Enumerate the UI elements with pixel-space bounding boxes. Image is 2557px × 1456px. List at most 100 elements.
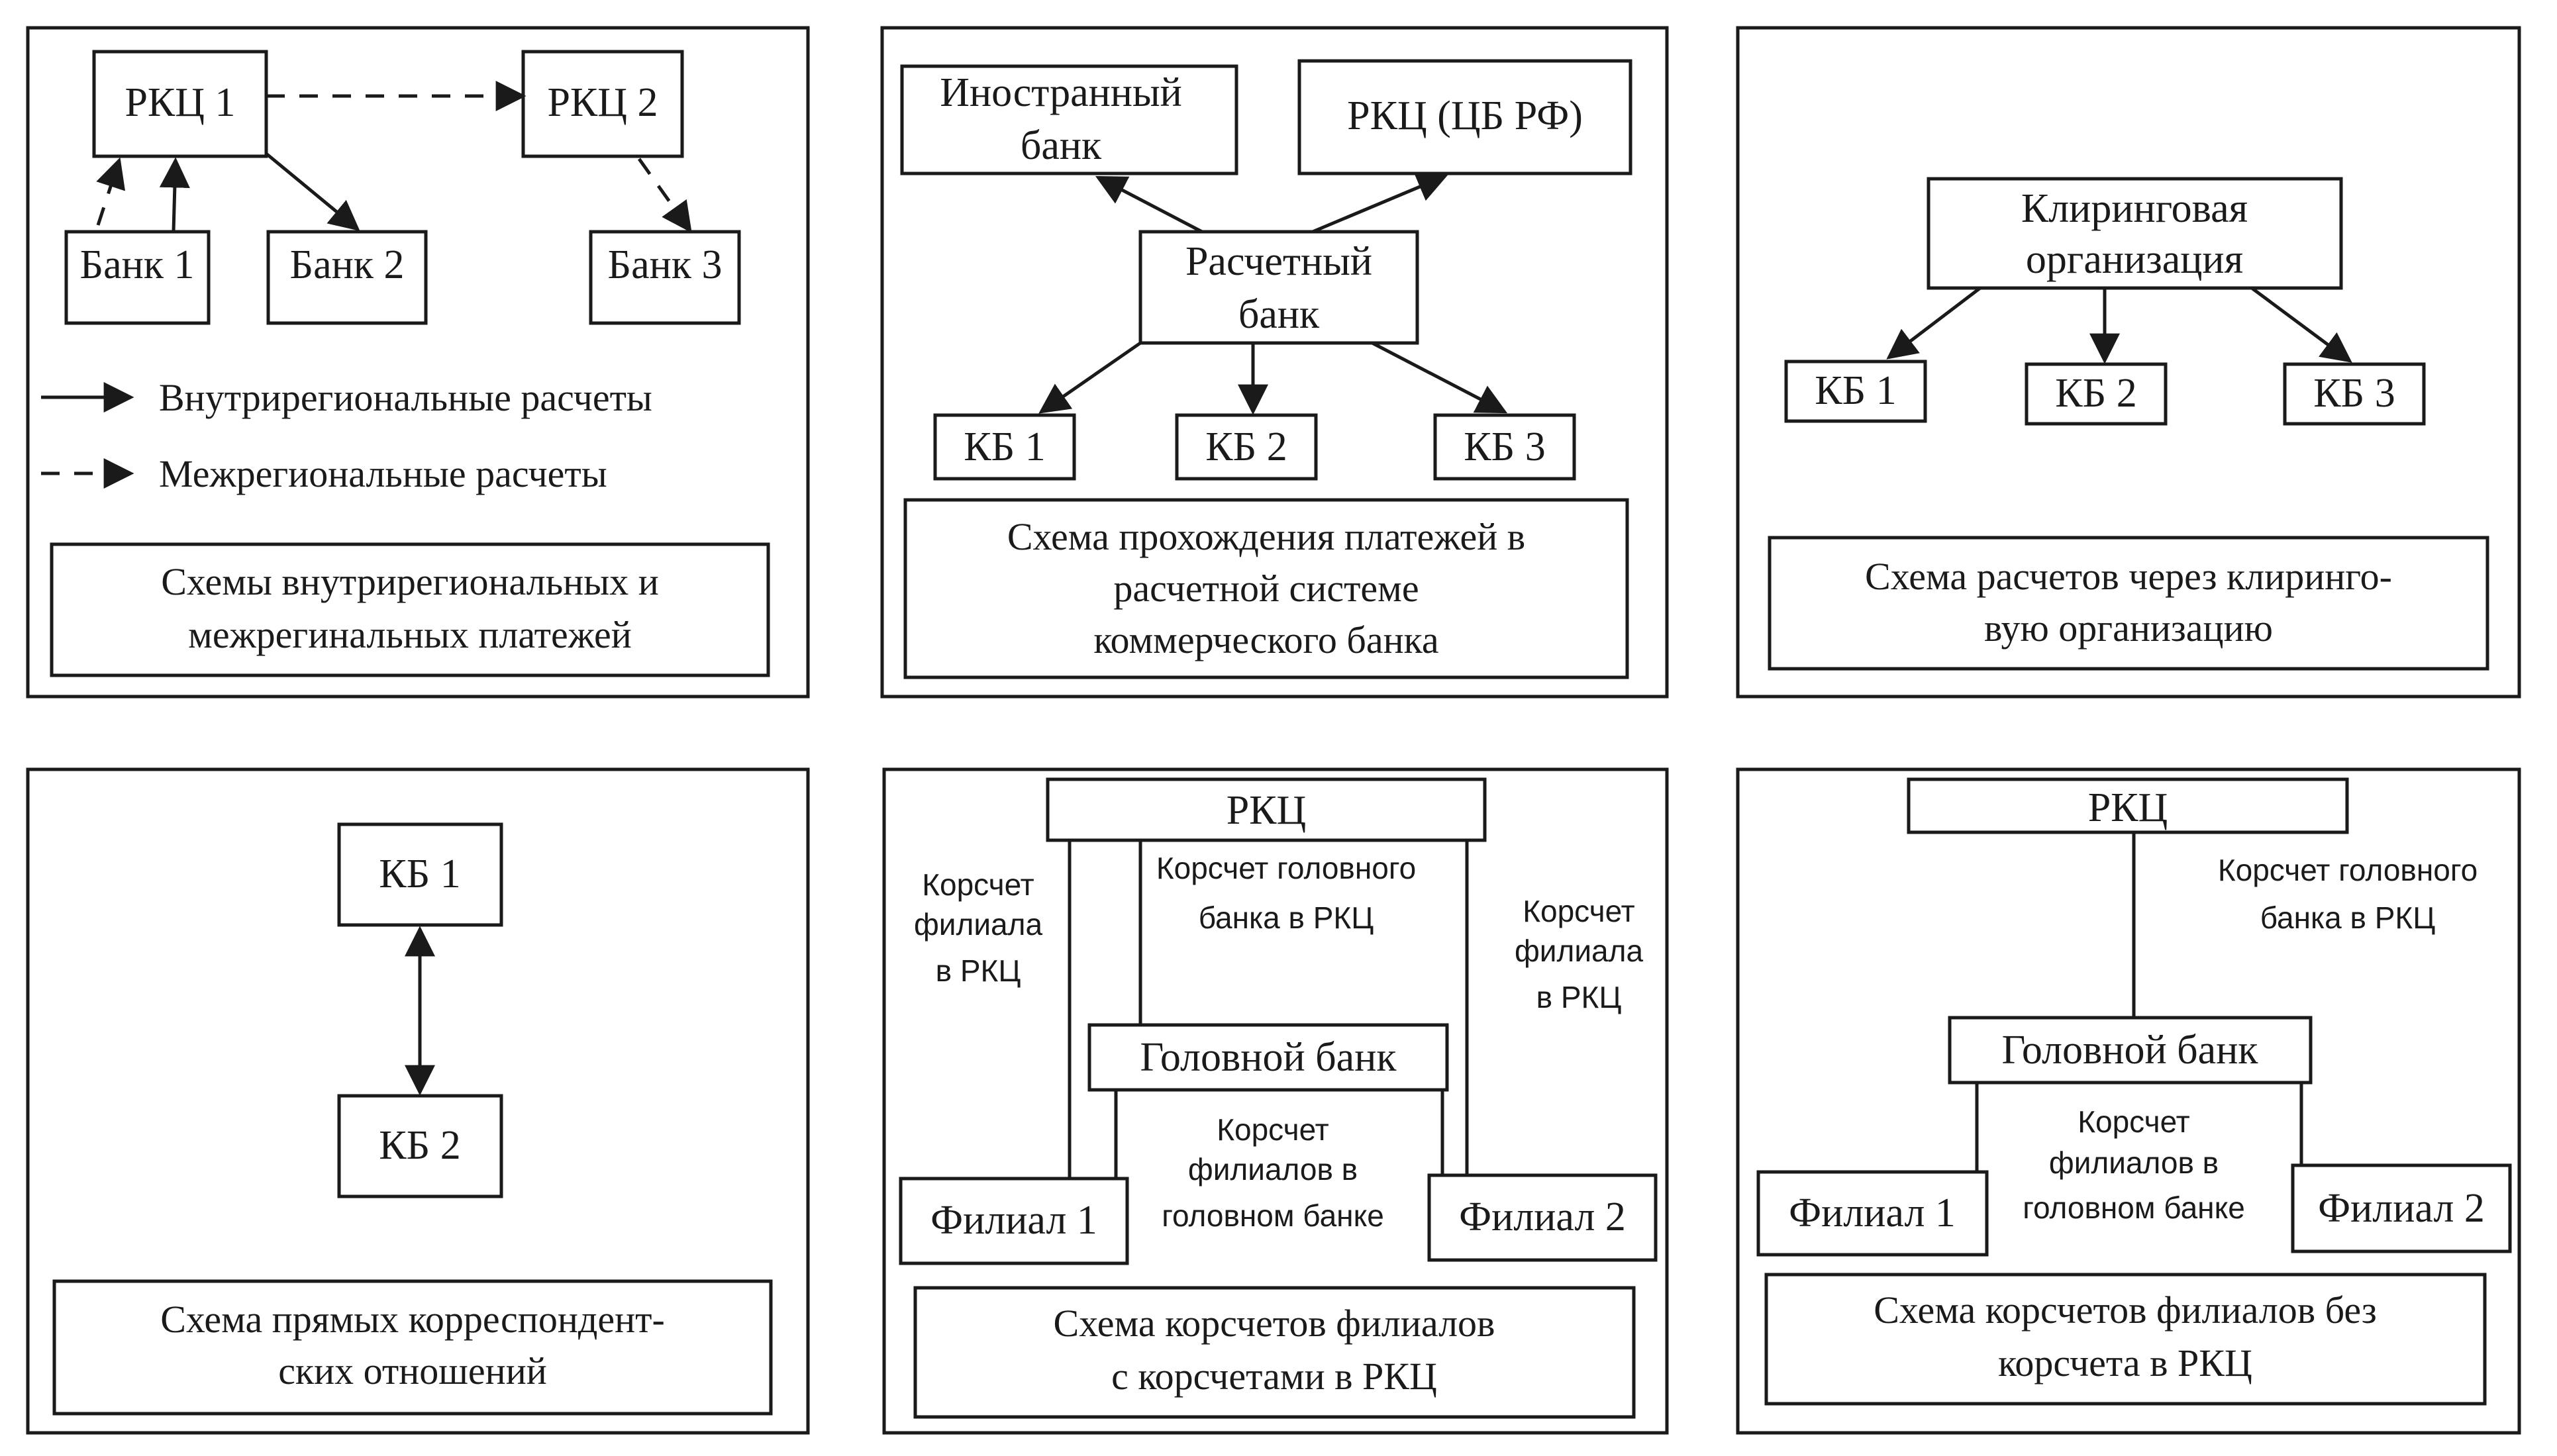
bank1-rkc1-arrow	[159, 157, 190, 232]
settlement-rkc-arrow	[1312, 172, 1448, 234]
rkc1-bank2-arrow	[265, 152, 360, 231]
settlement-foreign-arrow	[1095, 175, 1203, 234]
note-center-line2: банка в РКЦ	[1199, 900, 1374, 935]
panel-branch-accounts-with-rkc: РКЦ Головной банк Филиал 1 Филиал 2 Корс…	[882, 767, 1669, 1435]
panel3-caption-line2: вую организацию	[1984, 607, 2273, 650]
panel1-caption-line1: Схемы внутрирегиональных и	[161, 560, 658, 603]
branch2-label: Филиал 2	[2318, 1186, 2485, 1231]
note-center-line1: Корсчет головного	[1156, 851, 1416, 885]
kb3-label: КБ 3	[2313, 371, 2395, 416]
note-left-line2: филиала	[914, 907, 1043, 942]
kb1-box	[337, 822, 503, 927]
note-bottom-line1: Корсчет	[2078, 1104, 2190, 1139]
kb3-label: КБ 3	[1464, 424, 1545, 469]
foreign-bank-label-line1: Иностранный	[940, 70, 1182, 115]
branch1-label: Филиал 1	[930, 1198, 1097, 1243]
clearing-kb3-arrow	[2250, 286, 2352, 363]
settlement-bank-label-line2: банк	[1238, 292, 1320, 337]
panel5-caption-box	[913, 1286, 1636, 1419]
clearing-label-line1: Клиринговая	[2021, 186, 2248, 231]
legend-inter-label: Межрегиональные расчеты	[159, 452, 607, 495]
bank3-box	[589, 230, 741, 325]
note-bottom-line2: филиалов в	[2049, 1145, 2219, 1180]
bank1-box	[64, 230, 211, 325]
clearing-kb1-arrow	[1886, 287, 1981, 360]
note-bottom-line3: головном банке	[2023, 1190, 2245, 1225]
branch1-box	[1756, 1170, 1989, 1257]
panel-clearing-organization: Клиринговая организация КБ 1 КБ 2 КБ 3 С…	[1736, 26, 2521, 699]
panel3-caption-line1: Схема расчетов через клиринго-	[1865, 555, 2392, 598]
panel-commercial-bank-payments: Иностранный банк РКЦ (ЦБ РФ) Расчетный б…	[880, 26, 1669, 699]
panel3-caption-box	[1768, 536, 2489, 671]
kb1-box	[1784, 360, 1927, 423]
rkc-box	[1907, 777, 2349, 834]
panel4-caption-line2: ских отношений	[278, 1349, 547, 1392]
panel5-caption-line2: с корсчетами в РКЦ	[1111, 1355, 1437, 1398]
panel4-caption-line1: Схема прямых корреспондент-	[160, 1298, 665, 1341]
settlement-kb1-arrow	[1038, 341, 1142, 414]
settlement-bank-box	[1138, 230, 1419, 345]
bank2-label: Банк 2	[290, 242, 405, 287]
panel2-caption-line2: расчетной системе	[1113, 567, 1419, 610]
head-bank-box	[1087, 1023, 1449, 1092]
head-bank-box	[1948, 1016, 2313, 1085]
bank1-rkc1-dashed-arrow	[96, 157, 126, 226]
kb1-label: КБ 1	[1815, 368, 1896, 413]
head-bank-label: Головной банк	[1140, 1035, 1397, 1080]
rkc-label: РКЦ	[1227, 788, 1307, 833]
settlement-kb3-arrow	[1371, 341, 1508, 414]
bank3-label: Банк 3	[608, 242, 723, 287]
note-bottom-line2: филиалов в	[1188, 1152, 1358, 1187]
branch2-box	[2291, 1163, 2512, 1253]
note-top-line1: Корсчет головного	[2218, 853, 2478, 887]
kb1-label: КБ 1	[964, 424, 1045, 469]
rkc-box	[1046, 777, 1487, 842]
rkc1-box	[92, 50, 268, 158]
kb3-box	[1433, 413, 1576, 481]
panel4-caption-box	[52, 1279, 773, 1416]
bank2-box	[266, 230, 428, 325]
note-bottom-line1: Корсчет	[1217, 1112, 1329, 1147]
note-top-line2: банка в РКЦ	[2260, 900, 2436, 935]
panel6-caption-box	[1764, 1273, 2487, 1406]
foreign-bank-label-line2: банк	[1021, 123, 1102, 168]
head-bank-label: Головной банк	[2001, 1028, 2258, 1073]
panel1-caption-line2: межрегинальных платежей	[188, 613, 632, 656]
panel-direct-correspondent: КБ 1 КБ 2 Схема прямых корреспондент- ск…	[26, 767, 810, 1435]
panel1-caption-box	[50, 542, 770, 677]
branch1-box	[899, 1177, 1129, 1265]
note-right-line3: в РКЦ	[1536, 980, 1622, 1014]
panel2-caption-line1: Схема прохождения платежей в	[1007, 515, 1525, 558]
kb2-label: КБ 2	[2055, 371, 2136, 416]
bank1-label: Банк 1	[80, 242, 195, 287]
rkc-cb-box	[1297, 59, 1632, 175]
kb2-box	[337, 1094, 503, 1198]
panel5-caption-line1: Схема корсчетов филиалов	[1054, 1302, 1495, 1345]
panel2-caption-box	[903, 498, 1629, 679]
foreign-bank-box	[900, 64, 1238, 175]
panel6-caption-line1: Схема корсчетов филиалов без	[1874, 1288, 2377, 1332]
clearing-box	[1927, 177, 2343, 290]
branch2-label: Филиал 2	[1459, 1194, 1626, 1239]
kb1-box	[933, 413, 1076, 481]
kb2-box	[1175, 413, 1318, 481]
clearing-label-line2: организация	[2026, 237, 2243, 282]
rkc2-box	[521, 50, 684, 158]
panel2-caption-line3: коммерческого банка	[1093, 618, 1438, 661]
kb3-box	[2283, 362, 2426, 426]
rkc1-label: РКЦ 1	[125, 80, 235, 125]
legend-intra-label: Внутрирегиональные расчеты	[159, 376, 652, 419]
rkc-label: РКЦ	[2088, 785, 2168, 830]
rkc2-label: РКЦ 2	[547, 80, 658, 125]
rkc2-bank3-dashed-arrow	[637, 158, 692, 233]
kb2-box	[2025, 362, 2168, 426]
note-left-line3: в РКЦ	[936, 953, 1021, 988]
panel-branch-accounts-without-rkc: РКЦ Головной банк Филиал 1 Филиал 2 Корс…	[1736, 767, 2521, 1435]
kb1-label: КБ 1	[379, 851, 460, 897]
note-right-line2: филиала	[1515, 934, 1644, 968]
branch2-box	[1427, 1173, 1658, 1262]
note-bottom-line3: головном банке	[1162, 1198, 1384, 1233]
rkc-cb-label: РКЦ (ЦБ РФ)	[1347, 93, 1583, 138]
branch1-label: Филиал 1	[1789, 1190, 1956, 1236]
